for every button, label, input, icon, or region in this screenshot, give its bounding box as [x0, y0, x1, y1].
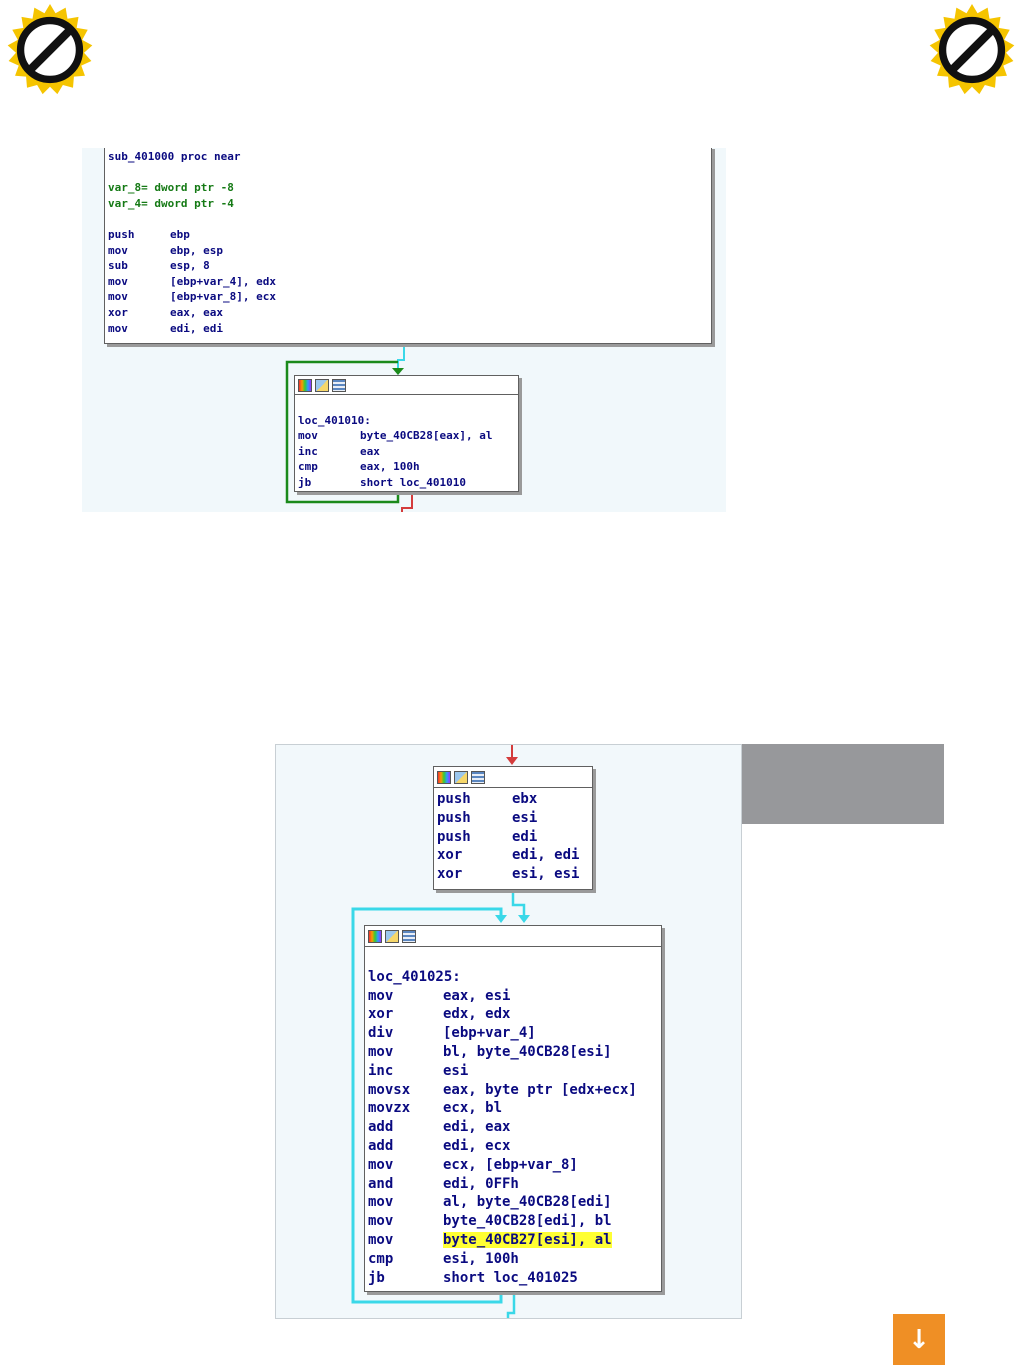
graph-color-icon[interactable]	[298, 378, 312, 392]
code-line: mov[ebp+var_4], edx	[108, 274, 276, 288]
download-button[interactable]: ↓	[893, 1314, 945, 1365]
edit-node-icon[interactable]	[315, 378, 329, 392]
basic-block-sub-401000[interactable]: sub_401000 proc near var_8= dword ptr -8…	[104, 148, 712, 344]
edit-node-icon[interactable]	[454, 770, 468, 784]
block-toolbar	[365, 926, 661, 947]
graph-color-icon[interactable]	[368, 929, 382, 943]
graph-color-icon[interactable]	[437, 770, 451, 784]
highlighted-operand[interactable]: byte_40CB27[esi], al	[443, 1231, 612, 1248]
text-view-icon[interactable]	[332, 378, 346, 392]
code-line: loc_401010:	[298, 413, 371, 427]
code-line: var_4= dword ptr -4	[108, 196, 234, 210]
block-toolbar	[295, 376, 518, 395]
code-line	[368, 949, 661, 968]
code-line	[108, 211, 711, 227]
edit-node-icon[interactable]	[385, 929, 399, 943]
graph-1-edges	[285, 346, 413, 512]
code-line	[298, 397, 518, 413]
arrow-down-icon: ↓	[908, 1324, 930, 1355]
code-line: sub_401000 proc near	[108, 150, 241, 163]
text-view-icon[interactable]	[402, 929, 416, 943]
grey-sidebar-panel	[742, 744, 944, 824]
code-line: div[ebp+var_4]	[368, 1025, 536, 1042]
no-entry-badge-icon	[7, 4, 93, 95]
text-view-icon[interactable]	[471, 770, 485, 784]
code-line: var_8= dword ptr -8	[108, 181, 234, 195]
disassembly-graph-1: sub_401000 proc near var_8= dword ptr -8…	[82, 148, 726, 512]
block-toolbar	[434, 767, 592, 788]
graph-2-edges	[351, 745, 530, 1318]
code-line: loc_401025:	[368, 968, 461, 985]
code-line	[108, 165, 711, 181]
block-code: sub_401000 proc near var_8= dword ptr -8…	[105, 148, 711, 336]
no-entry-badge-icon	[929, 4, 1015, 95]
code-line: mov[ebp+var_8], ecx	[108, 290, 276, 304]
